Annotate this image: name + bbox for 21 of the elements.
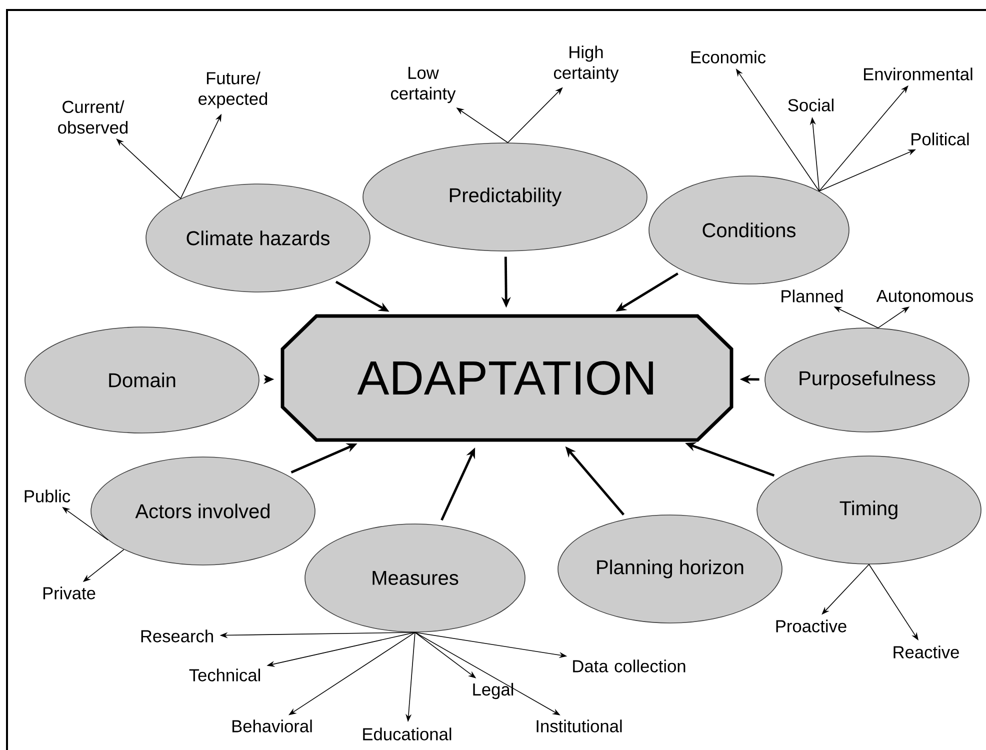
item-label: Future/ expected <box>198 72 268 108</box>
item-label: Environmental <box>864 68 972 80</box>
item-label: Planned <box>782 290 843 302</box>
item-label: Data collection <box>573 660 686 672</box>
item-label: Low certainty <box>390 66 456 104</box>
item-label: Legal <box>473 682 514 700</box>
item-label: Reactive <box>894 646 959 658</box>
item-label: Educational <box>363 728 452 740</box>
item-label: Technical <box>189 668 260 682</box>
item-label: Behavioral <box>232 720 312 732</box>
item-label: Economic <box>691 50 766 64</box>
octagon-box: ADAPTATION <box>280 314 734 442</box>
item-label: Research <box>141 630 213 642</box>
item-label: Private <box>43 586 96 600</box>
item-label: Autonomous <box>876 290 974 302</box>
item-label: Social <box>788 98 834 112</box>
item-label: Institutional <box>536 720 622 732</box>
item-label: Current/ observed <box>58 100 128 134</box>
item-label: Political <box>912 132 969 146</box>
item-label: High certainty <box>554 46 619 82</box>
item-label: Public <box>24 490 70 502</box>
